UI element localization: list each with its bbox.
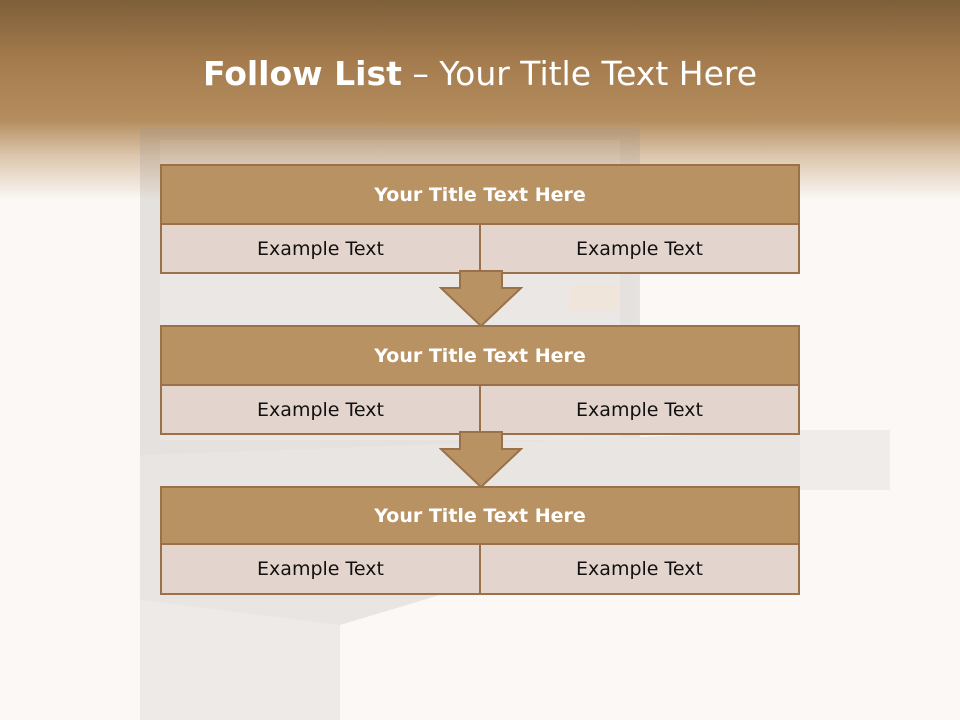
slide-title-bold: Follow List xyxy=(202,54,402,93)
block-row: Example Text Example Text xyxy=(162,225,798,272)
list-block: Your Title Text Here Example Text Exampl… xyxy=(160,486,800,595)
slide-title: Follow List – Your Title Text Here xyxy=(0,54,960,93)
block-cell: Example Text xyxy=(479,225,798,272)
block-cell: Example Text xyxy=(479,545,798,593)
down-arrow-icon xyxy=(439,270,523,328)
block-title: Your Title Text Here xyxy=(162,327,798,386)
block-row: Example Text Example Text xyxy=(162,545,798,593)
list-block: Your Title Text Here Example Text Exampl… xyxy=(160,325,800,435)
block-cell: Example Text xyxy=(479,386,798,433)
block-cell: Example Text xyxy=(257,398,384,421)
block-cell: Example Text xyxy=(257,558,384,580)
block-title: Your Title Text Here xyxy=(162,488,798,545)
block-row: Example Text Example Text xyxy=(162,386,798,433)
slide-title-rest: – Your Title Text Here xyxy=(401,54,758,93)
down-arrow-icon xyxy=(439,431,523,489)
block-cell: Example Text xyxy=(257,237,384,260)
list-block: Your Title Text Here Example Text Exampl… xyxy=(160,164,800,274)
block-title: Your Title Text Here xyxy=(162,166,798,225)
